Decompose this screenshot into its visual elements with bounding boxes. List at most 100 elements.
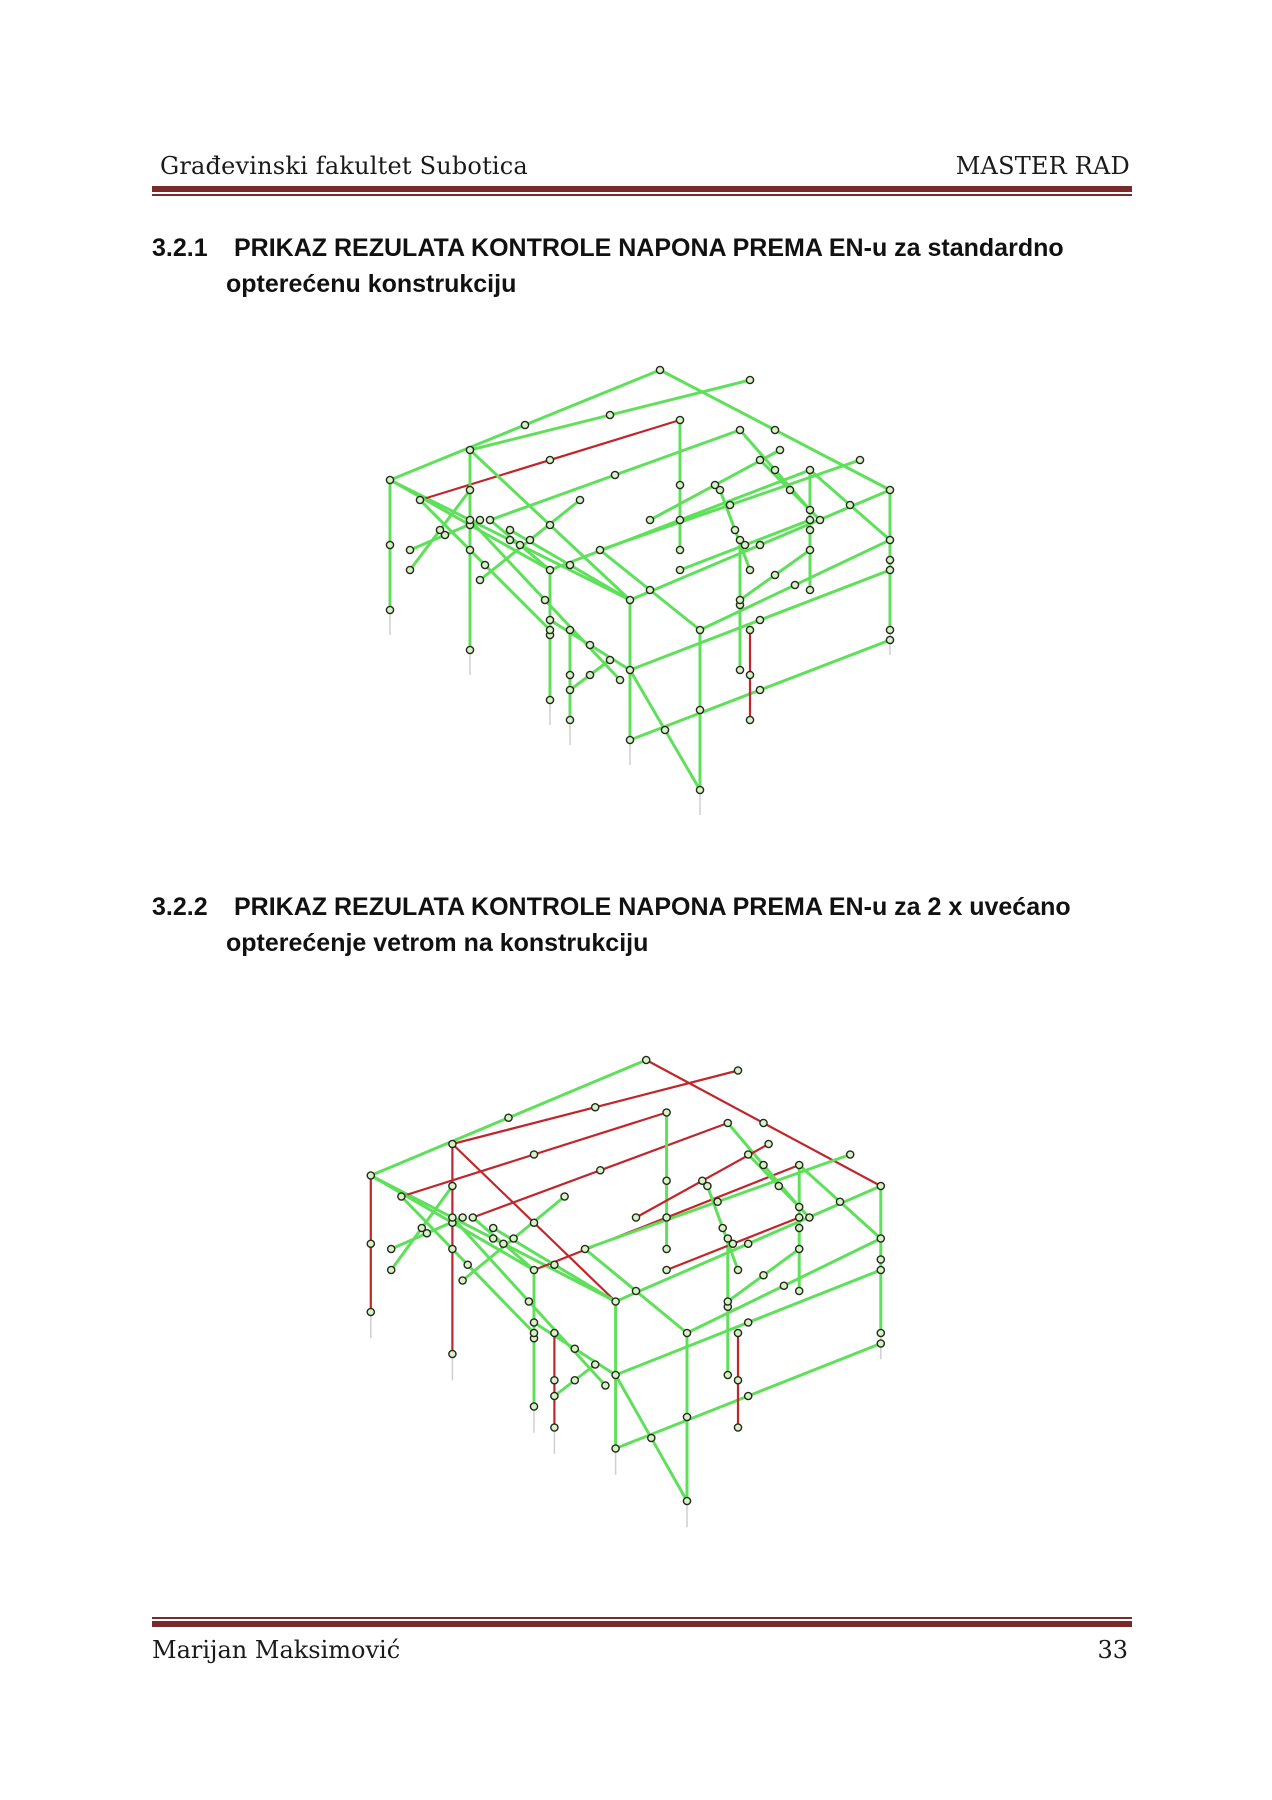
node-marker [529, 1150, 539, 1159]
node-marker [743, 1150, 753, 1159]
node-marker [885, 485, 895, 495]
node-marker [759, 1160, 768, 1170]
node-marker [697, 1176, 707, 1186]
node-marker [745, 715, 755, 725]
node-marker [458, 1276, 467, 1285]
node-marker [440, 530, 450, 540]
node-marker [759, 1118, 768, 1128]
header-rule-thick [152, 186, 1132, 192]
node-marker [695, 705, 705, 715]
frame-members [369, 1058, 883, 1528]
node-marker [545, 565, 555, 575]
node-marker [550, 1328, 559, 1338]
node-marker [815, 515, 825, 525]
node-marker [876, 1265, 886, 1275]
node-marker [675, 545, 685, 555]
node-marker [743, 1239, 753, 1249]
node-marker [415, 495, 425, 505]
node-marker [794, 1244, 804, 1254]
node-marker [710, 480, 720, 490]
node-marker [580, 1244, 590, 1254]
node-marker [675, 565, 685, 575]
node-marker [505, 535, 515, 545]
node-marker [755, 685, 765, 695]
node-marker [682, 1328, 692, 1338]
node-marker [565, 560, 575, 570]
node-marker [405, 565, 415, 575]
node-marker [529, 1265, 539, 1275]
header-doc-type: MASTER RAD [955, 152, 1130, 180]
node-marker [876, 1339, 886, 1348]
frame-members [388, 368, 892, 815]
node-marker [675, 515, 685, 525]
node-marker [743, 1391, 753, 1401]
node-marker [417, 1223, 427, 1233]
node-marker [435, 525, 445, 535]
node-marker [885, 635, 895, 645]
node-marker [475, 515, 485, 525]
node-marker [545, 520, 555, 530]
node-marker [682, 1412, 692, 1422]
node-marker [611, 1370, 620, 1380]
node-marker [845, 1150, 855, 1159]
node-marker [775, 445, 785, 455]
section-number: 3.2.1 [152, 234, 208, 262]
node-marker [733, 1265, 743, 1275]
node-marker [845, 500, 855, 510]
node-marker [505, 525, 515, 535]
node-marker [682, 1496, 692, 1506]
node-marker [718, 1223, 728, 1233]
node-marker [805, 515, 815, 525]
node-marker [540, 595, 550, 605]
section-number: 3.2.2 [152, 893, 208, 921]
node-marker [448, 1181, 457, 1191]
node-marker [560, 1192, 569, 1201]
structure-figure-standard-load [310, 360, 950, 820]
node-marker [458, 1213, 467, 1222]
node-marker [735, 535, 745, 545]
node-marker [515, 540, 525, 550]
node-marker [550, 1260, 559, 1270]
node-marker [723, 1234, 733, 1243]
node-marker [422, 1228, 432, 1238]
node-marker [545, 615, 555, 625]
structure-figure-wind-load [300, 1050, 950, 1540]
node-marker [764, 1139, 773, 1149]
node-marker [385, 475, 395, 485]
node-marker [366, 1239, 376, 1249]
node-marker [529, 1402, 539, 1411]
node-marker [770, 465, 780, 475]
node-marker [770, 570, 780, 580]
node-marker [545, 695, 555, 705]
node-marker [475, 575, 485, 585]
node-marker [662, 1108, 671, 1117]
node-marker [550, 1391, 559, 1401]
node-marker [529, 1218, 539, 1228]
node-marker [755, 540, 765, 550]
node-marker [662, 1244, 671, 1254]
structure-3d-frame [385, 365, 895, 815]
node-marker [785, 485, 795, 495]
node-marker [805, 505, 815, 515]
node-marker [735, 595, 745, 605]
node-marker [480, 560, 490, 570]
node-marker [386, 1265, 396, 1275]
node-marker [876, 1234, 886, 1243]
node-marker [641, 1055, 651, 1065]
node-marker [755, 615, 765, 625]
frame-nodes [366, 1055, 886, 1506]
node-marker [397, 1192, 406, 1201]
node-marker [675, 415, 685, 425]
node-marker [605, 655, 615, 665]
node-marker [733, 1328, 743, 1338]
node-marker [595, 545, 605, 555]
node-marker [465, 485, 475, 495]
node-marker [625, 735, 635, 745]
node-marker [794, 1286, 804, 1296]
node-marker [662, 1213, 671, 1222]
node-marker [885, 555, 895, 565]
structure-3d-frame [366, 1055, 886, 1528]
node-marker [733, 1375, 743, 1385]
footer-rule-thin [152, 1617, 1132, 1619]
